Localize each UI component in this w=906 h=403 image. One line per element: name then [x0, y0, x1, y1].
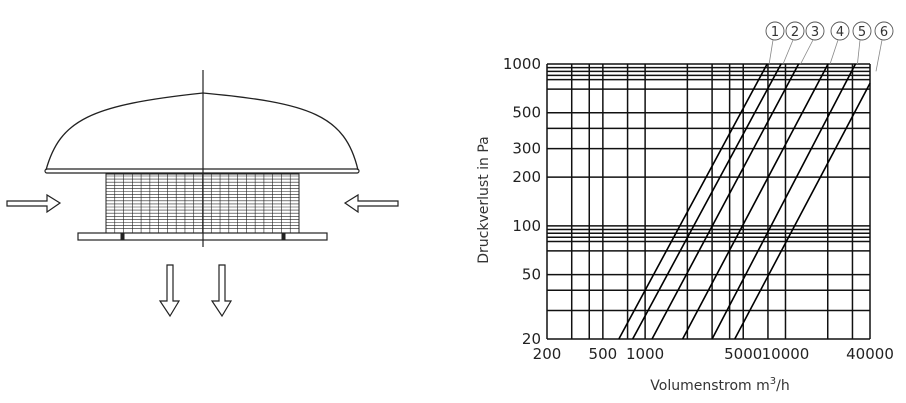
y-tick-label: 200 [512, 168, 541, 186]
x-tick-label: 500 [589, 345, 618, 363]
y-tick-label: 300 [512, 140, 541, 158]
x-tick-label: 200 [533, 345, 562, 363]
leader-line [857, 39, 861, 65]
y-tick-label: 500 [512, 104, 541, 122]
y-tick-label: 100 [512, 217, 541, 235]
y-tick-labels: 1000 500 300 200 100 50 20 [503, 55, 541, 348]
base-foot-right [281, 233, 286, 241]
x-axis-label: Volumenstrom m3/h [650, 376, 789, 394]
series-line-3 [651, 63, 800, 340]
x-tick-label: 5000 [724, 345, 762, 363]
arrow-right-icon [6, 193, 62, 214]
series-line-6 [734, 82, 871, 340]
y-tick-label: 50 [522, 266, 541, 284]
base-foot-left [120, 233, 125, 241]
arrow-down-icon [158, 264, 181, 318]
series-label-6: 6 [880, 25, 888, 40]
series-label-1: 1 [771, 25, 779, 40]
x-tick-label: 1000 [626, 345, 664, 363]
y-axis-label: Druckverlust in Pa [476, 136, 492, 263]
leader-line [875, 39, 883, 72]
series-label-circle [785, 21, 805, 41]
fan-grille [105, 173, 300, 234]
arrow-down-icon [210, 264, 233, 318]
base-plate [77, 232, 328, 241]
series-label-circle [852, 21, 872, 41]
series-label-5: 5 [858, 25, 866, 40]
series-line-4 [681, 63, 829, 340]
leader-line [829, 39, 839, 65]
series-line-5 [711, 63, 857, 340]
arrow-left-icon [343, 193, 399, 214]
series-label-circle [765, 21, 785, 41]
series-label-circle [805, 21, 825, 41]
series-line-1 [618, 63, 768, 340]
x-tick-label: 40000 [846, 345, 894, 363]
series-label-circle [874, 21, 894, 41]
leader-line [782, 39, 794, 65]
series-label-circle [830, 21, 850, 41]
series-label-2: 2 [791, 25, 799, 40]
grid [546, 63, 871, 340]
series-label-3: 3 [811, 25, 819, 40]
fan-hood [45, 92, 359, 171]
series-lines [618, 63, 871, 340]
leader-line [768, 39, 774, 65]
roof-fan-drawing [6, 70, 399, 318]
series-label-4: 4 [836, 25, 844, 40]
series-line-2 [631, 63, 782, 340]
x-tick-label: 10000 [762, 345, 810, 363]
hood-rim [44, 168, 360, 174]
leader-line [800, 39, 814, 65]
y-tick-label: 1000 [503, 55, 541, 73]
y-tick-label: 20 [522, 330, 541, 348]
